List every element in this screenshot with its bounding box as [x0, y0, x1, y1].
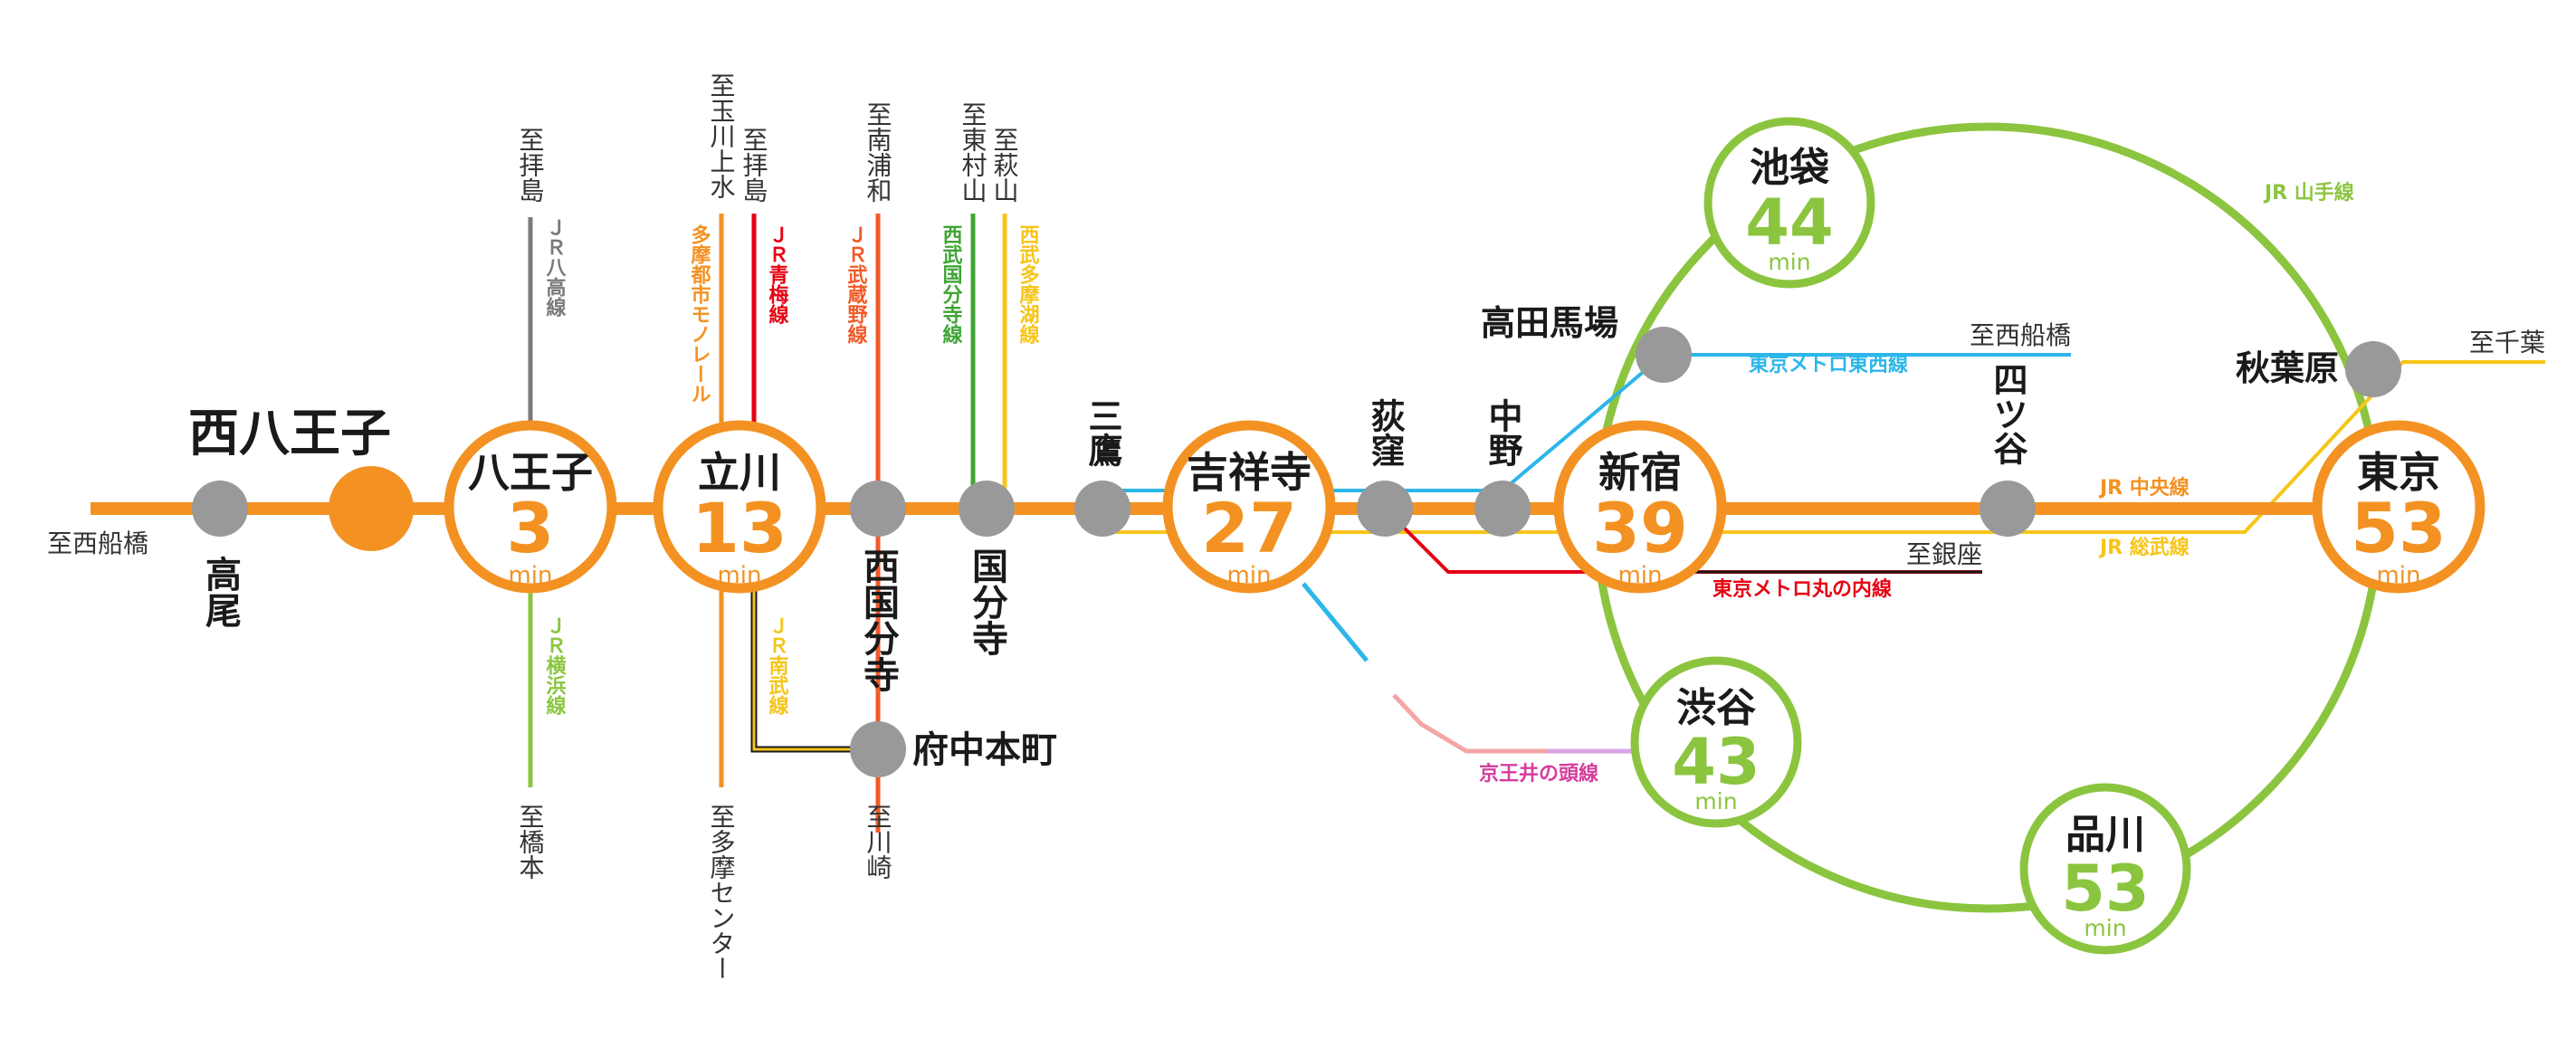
takadanobaba-label: 高田馬場: [1481, 303, 1618, 343]
shinagawa-minutes: 53: [2061, 852, 2149, 926]
shibuya-name: 渋谷: [1676, 685, 1756, 731]
hachiko-line-label: ＪＲ八高線: [543, 217, 567, 317]
shinjuku-minutes: 39: [1592, 488, 1688, 568]
ikebukuro-minutes: 44: [1745, 186, 1833, 260]
station-kichijoji[interactable]: [1162, 420, 1336, 594]
yokohama-line-label: ＪＲ横浜線: [543, 615, 567, 715]
dest-kawasaki: 至川崎: [863, 804, 893, 880]
tokyo-minutes: 53: [2351, 488, 2447, 568]
station-mitaka[interactable]: [1074, 481, 1131, 537]
dest-haijima-hachioji: 至拝島: [516, 127, 546, 203]
ogikubo-label: 荻窪: [1365, 398, 1405, 467]
ikebukuro-unit: min: [1768, 249, 1810, 275]
kichijoji-minutes: 27: [1201, 488, 1297, 568]
station-tokyo[interactable]: [2312, 420, 2485, 594]
hachioji-name: 八王子: [468, 448, 593, 497]
nambu-line-inner: [752, 588, 876, 751]
nishikokubunji-label: 西国分寺: [857, 548, 900, 692]
hachioji-unit: min: [508, 562, 552, 589]
station-kokubunji[interactable]: [959, 481, 1015, 537]
station-nishihachioji[interactable]: [329, 466, 414, 551]
inokashira-line-label: 京王井の頭線: [1479, 762, 1598, 786]
station-ikebukuro[interactable]: [1703, 117, 1875, 289]
inokashira-line-a: [1302, 582, 1369, 662]
shinjuku-unit: min: [1617, 562, 1662, 589]
yamanote-line-label: JR 山手線: [2263, 181, 2354, 205]
takao-label: 高尾: [199, 556, 242, 628]
station-nishikokubunji[interactable]: [850, 481, 906, 537]
shinjuku-name: 新宿: [1598, 448, 1682, 497]
dest-minami-urawa: 至南浦和: [863, 101, 893, 203]
yotsuya-label: 四ツ谷: [1988, 362, 2027, 465]
dest-nishifunabashi-west: 至西船橋: [47, 529, 148, 558]
dest-nishifunabashi-east: 至西船橋: [1970, 320, 2071, 350]
nakano-label: 中野: [1483, 398, 1522, 467]
nambu-line-label: ＪＲ南武線: [766, 615, 789, 715]
station-hachioji[interactable]: [444, 420, 617, 594]
sobu-line-label: JR 総武線: [2098, 536, 2190, 559]
station-yotsuya[interactable]: [1980, 481, 2036, 537]
musashino-line-label: ＪＲ武蔵野線: [844, 224, 868, 344]
dest-ginza: 至銀座: [1906, 539, 1982, 569]
dest-hashimoto: 至橋本: [516, 804, 546, 880]
station-takadanobaba[interactable]: [1636, 327, 1692, 383]
dest-haijima-tachikawa: 至拝島: [739, 127, 769, 203]
tachikawa-minutes: 13: [692, 488, 787, 568]
shinagawa-unit: min: [2084, 915, 2126, 941]
mitaka-label: 三鷹: [1083, 398, 1122, 467]
station-takao[interactable]: [192, 481, 248, 537]
dest-tama-center: 至多摩センター: [707, 804, 737, 981]
station-shinagawa[interactable]: [2019, 783, 2191, 955]
monorail-line-label: 多摩都市モノレール: [688, 224, 712, 404]
tachikawa-name: 立川: [698, 448, 781, 497]
dest-higashimurayama: 至東村山: [959, 101, 988, 203]
akihabara-label: 秋葉原: [2236, 348, 2339, 388]
tokyo-name: 東京: [2357, 448, 2440, 497]
fuchuhonmachi-label: 府中本町: [912, 729, 1057, 771]
tachikawa-unit: min: [717, 562, 761, 589]
tokyo-unit: min: [2376, 562, 2420, 589]
station-ogikubo[interactable]: [1357, 481, 1413, 537]
kichijoji-unit: min: [1226, 562, 1271, 589]
marunouchi-line-label: 東京メトロ丸の内線: [1713, 577, 1892, 601]
station-tachikawa[interactable]: [653, 420, 826, 594]
seibu-tamako-line-label: 西武多摩湖線: [1016, 224, 1040, 344]
chuo-line-label: JR 中央線: [2098, 476, 2190, 500]
kokubunji-label: 国分寺: [966, 548, 1008, 656]
station-fuchuhonmachi[interactable]: [850, 721, 906, 777]
shibuya-unit: min: [1694, 788, 1737, 814]
ome-line-label: ＪＲ青梅線: [766, 224, 789, 324]
station-shibuya[interactable]: [1630, 656, 1802, 828]
nishihachioji-label: 西八王子: [188, 405, 391, 463]
tozai-line-label: 東京メトロ東西線: [1749, 353, 1908, 376]
station-akihabara[interactable]: [2345, 341, 2401, 397]
station-shinjuku[interactable]: [1553, 420, 1727, 594]
shibuya-minutes: 43: [1672, 725, 1760, 799]
hachioji-minutes: 3: [507, 488, 555, 568]
shinagawa-name: 品川: [2066, 812, 2145, 858]
station-nakano[interactable]: [1474, 481, 1531, 537]
dest-chiba: 至千葉: [2469, 328, 2545, 357]
kichijoji-name: 吉祥寺: [1187, 448, 1312, 497]
dest-tamagawajosui: 至玉川上水: [707, 72, 737, 199]
ikebukuro-name: 池袋: [1750, 145, 1829, 191]
dest-hagiyama: 至萩山: [990, 127, 1020, 203]
inokashira-line-b: [1392, 693, 1638, 754]
seibu-kokubunji-line-label: 西武国分寺線: [940, 224, 963, 344]
